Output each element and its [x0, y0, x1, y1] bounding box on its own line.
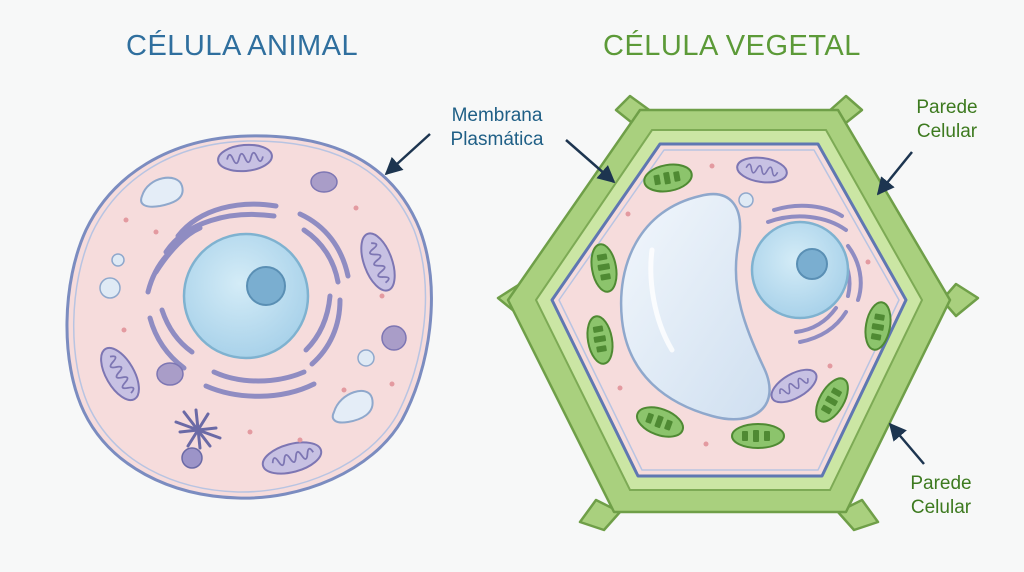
plant-chloroplast [643, 163, 693, 193]
animal-vesicle [140, 176, 184, 208]
membrane-arrow-animal [384, 133, 431, 176]
cell-wall-label-bottom: Parede Celular [894, 472, 988, 520]
animal-vesicle [99, 277, 121, 299]
animal-nucleolus [246, 266, 286, 306]
plant-cell [496, 94, 980, 532]
animal-vesicle [357, 349, 375, 367]
animal-vesicle [331, 389, 374, 424]
membrane-label-line-2: Plasmática [450, 129, 544, 150]
plant-nucleolus [796, 248, 828, 280]
plant-mitochondrion [770, 368, 818, 404]
membrane-label-line-1: Membrana [451, 105, 543, 126]
cell-wall-label-top-line-1: Parede [916, 97, 978, 118]
animal-lysosome [156, 362, 184, 386]
plant-chloroplast [636, 406, 684, 438]
plant-ribosomes [617, 163, 871, 447]
animal-centrosome [174, 408, 222, 450]
cell-wall-label-bottom-line-1: Parede [910, 473, 972, 494]
cell-wall-label-top: Parede Celular [900, 96, 994, 144]
animal-lysosome [381, 325, 407, 351]
animal-cell-title: CÉLULA ANIMAL [126, 30, 359, 62]
wall-arrow-bottom [888, 422, 925, 465]
animal-mitochondrion [100, 346, 140, 402]
plant-chloroplast [864, 301, 892, 351]
animal-nucleus [182, 232, 310, 360]
plant-chloroplast [815, 377, 849, 423]
cell-wall-label-top-line-2: Celular [916, 121, 978, 142]
plant-mitochondrion [736, 156, 788, 184]
plant-vesicle [738, 192, 754, 208]
animal-mitochondrion [261, 441, 323, 475]
plant-vacuole [619, 193, 771, 421]
animal-vesicle [111, 253, 125, 267]
animal-mitochondrion [360, 232, 396, 292]
animal-ribosomes [121, 205, 395, 443]
animal-centriole [181, 447, 203, 469]
plant-chloroplast [731, 423, 785, 449]
wall-arrow-top [876, 151, 913, 196]
animal-cell [65, 134, 433, 500]
plant-chloroplast [586, 315, 614, 365]
animal-lysosome [310, 171, 338, 193]
membrane-arrow-plant [565, 139, 616, 184]
plant-cell-title: CÉLULA VEGETAL [603, 30, 861, 62]
plant-chloroplast [590, 243, 618, 293]
membrane-label: Membrana Plasmática [432, 104, 562, 152]
animal-mitochondrion [217, 143, 273, 173]
animal-endoplasmic-reticulum [145, 201, 351, 399]
cell-wall-label-bottom-line-2: Celular [910, 497, 972, 518]
